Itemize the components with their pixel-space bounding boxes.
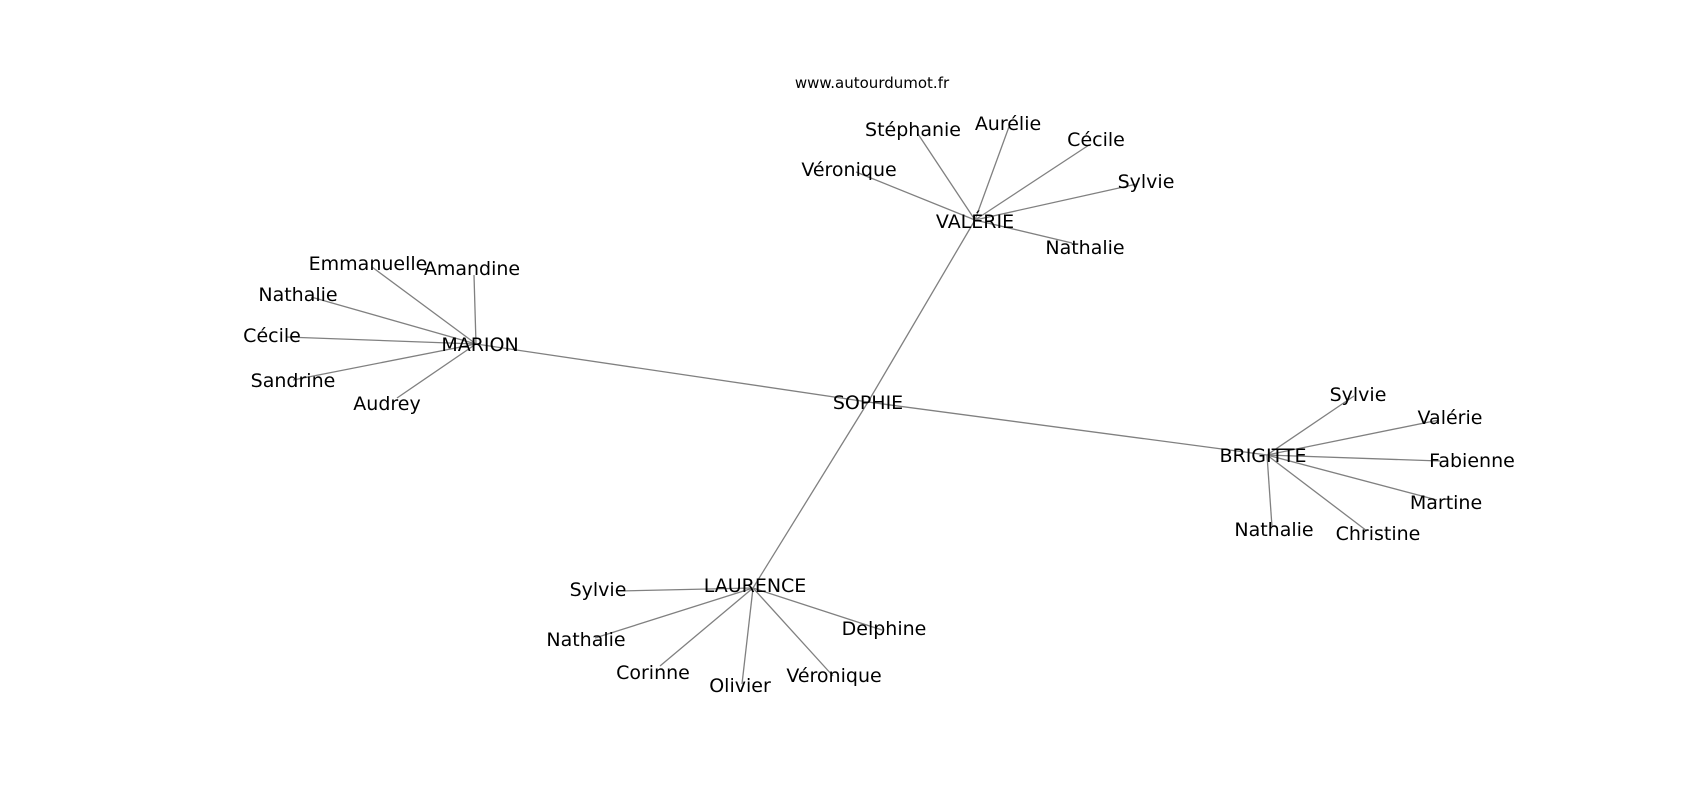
leaf-node-marion[interactable]: Amandine <box>424 258 520 280</box>
leaf-node-brigitte[interactable]: Martine <box>1410 492 1482 514</box>
hub-node-valerie[interactable]: VALÉRIE <box>936 210 1014 233</box>
edge-marion-leaf <box>371 266 477 345</box>
edge-brigitte-leaf <box>1266 454 1438 501</box>
edge-brigitte-leaf <box>1266 454 1441 462</box>
edge-marion-leaf <box>310 296 477 345</box>
edge-marion-leaf <box>396 343 477 399</box>
edge-center-marion <box>475 343 869 403</box>
edge-laurence-leaf <box>617 587 754 592</box>
leaf-node-marion[interactable]: Sandrine <box>251 370 336 392</box>
edge-valerie-leaf <box>974 144 1090 221</box>
leaf-node-brigitte[interactable]: Nathalie <box>1234 519 1313 541</box>
edge-laurence-leaf <box>752 587 834 677</box>
leaf-node-marion[interactable]: Nathalie <box>258 284 337 306</box>
leaf-node-valerie[interactable]: Aurélie <box>975 113 1041 135</box>
edge-brigitte-leaf <box>1266 454 1273 528</box>
leaf-node-laurence[interactable]: Delphine <box>842 618 927 640</box>
leaf-node-valerie[interactable]: Stéphanie <box>865 119 961 141</box>
edge-center-laurence <box>752 401 869 589</box>
hub-node-brigitte[interactable]: BRIGITTE <box>1219 445 1306 467</box>
edge-brigitte-leaf <box>1266 395 1355 456</box>
edge-valerie-leaf <box>917 133 976 221</box>
leaf-node-valerie[interactable]: Nathalie <box>1045 237 1124 259</box>
leaf-node-valerie[interactable]: Sylvie <box>1118 171 1175 193</box>
leaf-node-brigitte[interactable]: Christine <box>1336 523 1421 545</box>
center-node-label[interactable]: SOPHIE <box>833 392 903 414</box>
hub-node-laurence[interactable]: LAURENCE <box>704 575 807 597</box>
graph-edges <box>285 123 1441 685</box>
edge-laurence-leaf <box>659 587 754 667</box>
leaf-node-brigitte[interactable]: Sylvie <box>1330 384 1387 406</box>
edge-valerie-leaf <box>974 219 1073 244</box>
edge-valerie-leaf <box>855 171 976 221</box>
edge-laurence-leaf <box>752 587 883 631</box>
edge-valerie-leaf <box>974 183 1138 221</box>
leaf-node-laurence[interactable]: Corinne <box>616 662 690 684</box>
edge-laurence-leaf <box>741 587 754 685</box>
edge-brigitte-leaf <box>1266 454 1368 532</box>
edge-marion-leaf <box>285 336 477 345</box>
watermark-text: www.autourdumot.fr <box>795 74 950 92</box>
edge-marion-leaf <box>292 343 477 381</box>
edge-laurence-leaf <box>594 587 754 639</box>
hub-node-marion[interactable]: MARION <box>441 334 518 356</box>
leaf-node-laurence[interactable]: Olivier <box>709 675 771 697</box>
edge-valerie-leaf <box>974 123 1011 221</box>
leaf-node-brigitte[interactable]: Valérie <box>1418 407 1483 429</box>
edge-marion-leaf <box>473 274 477 345</box>
edge-brigitte-leaf <box>1266 419 1440 456</box>
leaf-node-laurence[interactable]: Sylvie <box>570 579 627 601</box>
leaf-node-laurence[interactable]: Véronique <box>786 665 881 687</box>
leaf-node-marion[interactable]: Emmanuelle <box>309 253 428 275</box>
graph-labels: www.autourdumot.fr SOPHIE MARION Emmanuell… <box>243 74 1515 697</box>
leaf-node-valerie[interactable]: Cécile <box>1067 129 1125 151</box>
leaf-node-valerie[interactable]: Véronique <box>801 159 896 181</box>
leaf-node-marion[interactable]: Cécile <box>243 325 301 347</box>
leaf-node-laurence[interactable]: Nathalie <box>546 629 625 651</box>
edge-center-valerie <box>867 219 976 403</box>
leaf-node-marion[interactable]: Audrey <box>353 393 420 415</box>
edge-center-brigitte <box>867 401 1268 456</box>
leaf-node-brigitte[interactable]: Fabienne <box>1429 450 1515 472</box>
